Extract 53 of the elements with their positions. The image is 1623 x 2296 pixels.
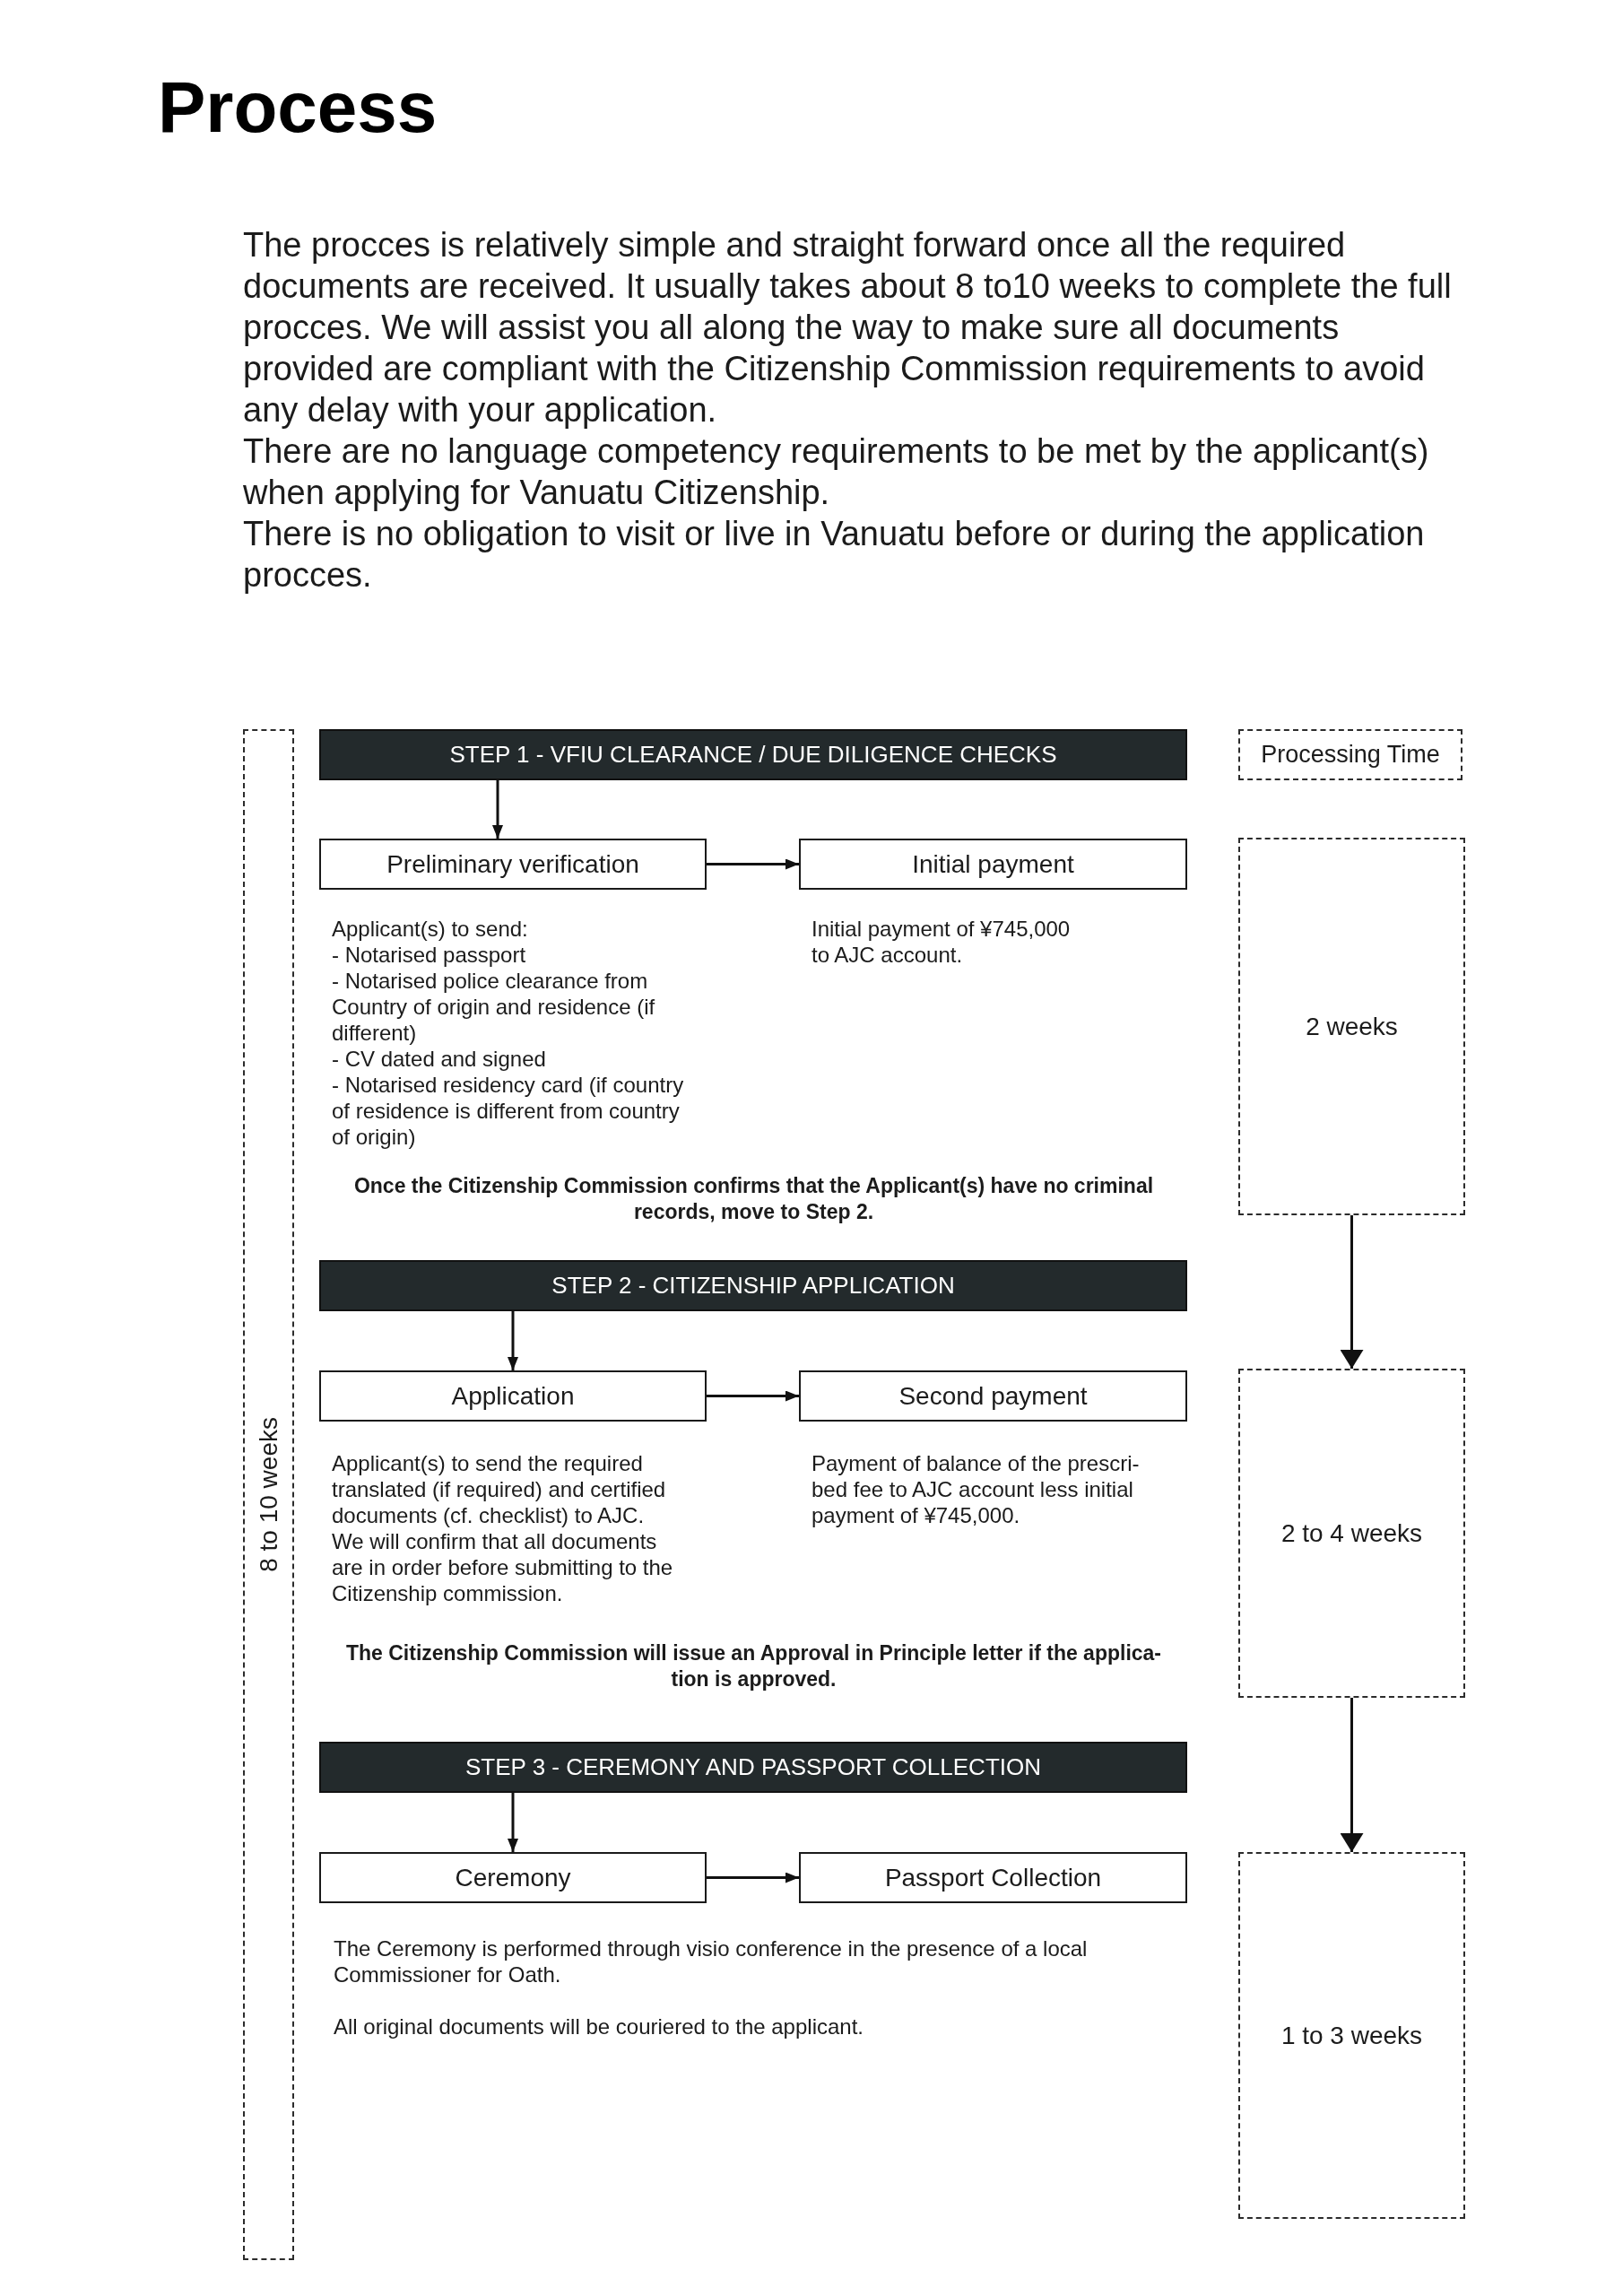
- duration-label: 2 to 4 weeks: [1280, 1518, 1423, 1548]
- step-label: Initial payment: [912, 849, 1074, 879]
- column-heading: Processing Time: [1261, 741, 1440, 769]
- step-label: Second payment: [898, 1381, 1088, 1411]
- duration-label: 2 weeks: [1306, 1012, 1398, 1041]
- process-box: [799, 839, 1187, 890]
- step-header-bar: [319, 729, 1187, 780]
- arrow: [707, 858, 799, 870]
- arrow: [707, 1390, 799, 1402]
- note-text: The Citizenship Commission will issue an Approval in Principle letter if the applica- tion is approved.: [344, 1640, 1163, 1692]
- description-text: - Notarised passport: [332, 942, 527, 968]
- description-text: Applicant(s) to send the required translated (if required) and certified documents (cf. checklist) to AJC.: [332, 1450, 667, 1528]
- dashed-timeline-bar: [243, 729, 294, 2260]
- description-text: We will confirm that all documents are in order before submitting to the Citizenship commission.: [332, 1528, 674, 1606]
- step-label: Passport Collection: [884, 1863, 1102, 1892]
- step-header-bar: [319, 1260, 1187, 1311]
- arrow: [508, 1793, 518, 1852]
- note-text: Once the Citizenship Commission confirms that the Applicant(s) have no criminal records, move to Step 2.: [352, 1173, 1155, 1225]
- page-title: Process: [158, 72, 438, 144]
- intro-paragraph: There are no language competency requirements to be met by the applicant(s) when applying for Vanuatu Citizenship.: [243, 431, 1430, 513]
- process-box: [319, 839, 707, 890]
- dashed-duration-frame: [1238, 1369, 1465, 1698]
- arrow: [1340, 1698, 1364, 1852]
- step-label: Application: [451, 1381, 575, 1411]
- duration-label: 8 to 10 weeks: [254, 1417, 283, 1572]
- arrow: [508, 1311, 518, 1370]
- process-box: [799, 1852, 1187, 1903]
- duration-label: 1 to 3 weeks: [1280, 2021, 1423, 2050]
- arrow: [492, 780, 503, 839]
- step-title: STEP 1 - VFIU CLEARANCE / DUE DILIGENCE CHECKS: [449, 741, 1057, 769]
- intro-paragraph: The procces is relatively simple and straight forward once all the required documents are received. It usually takes about 8 to10 weeks to complete the full procces. We will assist you all along the way to make sure all documents provided are compliant with the Citizenship Commission requirements to avoid any delay with your application.: [243, 225, 1453, 430]
- description-text: Payment of balance of the prescri- bed fee to AJC account less initial payment of ¥745,000.: [812, 1450, 1141, 1528]
- description-text: - CV dated and signed: [332, 1046, 547, 1072]
- step-label: Ceremony: [455, 1863, 571, 1892]
- description-text: Initial payment of ¥745,000 to AJC account.: [812, 916, 1072, 968]
- arrow: [707, 1872, 799, 1883]
- description-text: - Notarised residency card (if country of residence is different from country of origin): [332, 1072, 685, 1150]
- step-title: STEP 2 - CITIZENSHIP APPLICATION: [551, 1272, 955, 1300]
- description-text: Applicant(s) to send:: [332, 916, 529, 942]
- arrow: [1340, 1215, 1364, 1369]
- step-label: Preliminary verification: [386, 849, 639, 879]
- description-text: All original documents will be couriered to the applicant.: [334, 2013, 864, 2039]
- step-title: STEP 3 - CEREMONY AND PASSPORT COLLECTION: [465, 1753, 1041, 1781]
- description-text: - Notarised police clearance from Country of origin and residence (if different): [332, 968, 656, 1046]
- process-box: [319, 1370, 707, 1422]
- intro-paragraph: There is no obligation to visit or live in Vanuatu before or during the application procces.: [243, 514, 1426, 596]
- dashed-heading-frame: [1238, 729, 1462, 780]
- process-box: [799, 1370, 1187, 1422]
- process-box: [319, 1852, 707, 1903]
- dashed-duration-frame: [1238, 1852, 1465, 2219]
- step-header-bar: [319, 1742, 1187, 1793]
- dashed-duration-frame: [1238, 838, 1465, 1215]
- description-text: The Ceremony is performed through visio conference in the presence of a local Commissioner for Oath.: [334, 1935, 1089, 1987]
